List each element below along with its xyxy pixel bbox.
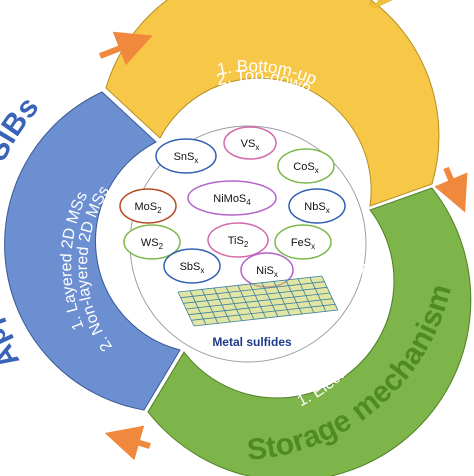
lattice-line [177, 275, 323, 293]
arrow-to-synthetic [98, 31, 153, 66]
material-label: SnSx [174, 151, 199, 165]
material-label: NiSx [256, 265, 278, 279]
synthetic-segment [105, 0, 440, 207]
material-bubble [155, 138, 217, 174]
material-label: NiMoS4 [213, 193, 251, 207]
lattice-line [193, 309, 339, 327]
crystal-lattice-icon [177, 275, 339, 327]
material-bubble [223, 126, 277, 160]
center-caption: Metal sulfides [212, 335, 292, 349]
arrow-to-storage [434, 166, 468, 213]
material-label: NbSx [304, 201, 329, 215]
lattice-line [191, 303, 336, 321]
material-bubble [274, 224, 332, 260]
material-label: MoS2 [134, 201, 162, 215]
lattice-line [180, 281, 325, 299]
material-label: WS2 [141, 237, 164, 251]
lattice-line [188, 298, 333, 316]
lattice-line [183, 286, 328, 304]
material-bubble [123, 224, 181, 260]
material-bubble [277, 148, 335, 184]
material-bubble [207, 222, 269, 258]
material-bubble [119, 188, 177, 224]
arrow-to-application [104, 425, 151, 461]
material-label: FeSx [291, 237, 315, 251]
material-label: VSx [241, 138, 260, 152]
material-bubble [288, 188, 346, 224]
storage-segment [147, 187, 472, 476]
material-label: SbSx [180, 261, 205, 275]
material-label: TiS2 [228, 235, 249, 249]
lattice-line [185, 292, 331, 310]
material-bubble [163, 248, 221, 284]
application-segment [4, 91, 181, 411]
material-label: CoSx [293, 161, 318, 175]
material-bubble [187, 180, 277, 216]
